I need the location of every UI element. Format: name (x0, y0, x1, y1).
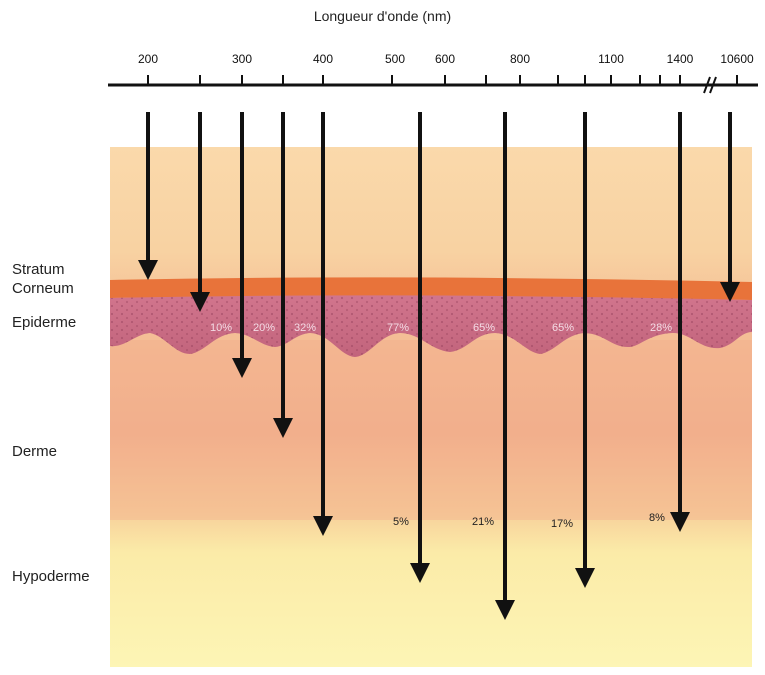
stratum-corneum-band (110, 277, 752, 300)
label-epiderme: Epiderme (12, 314, 77, 331)
epidermis-pct-5: 65% (472, 322, 496, 334)
arrow-head-7 (495, 600, 515, 620)
epidermis-pct-2: 20% (252, 322, 276, 334)
tick-label-1100: 1100 (598, 52, 624, 66)
epidermis-pct-6: 65% (551, 322, 575, 334)
tick-label-600: 600 (434, 52, 456, 66)
epidermis-pct-4: 77% (386, 322, 410, 334)
arrow-head-1 (138, 260, 158, 280)
arrow-head-8 (575, 568, 595, 588)
arrow-head-5 (313, 516, 333, 536)
axis-break (703, 76, 717, 94)
tick-label-800: 800 (509, 52, 531, 66)
deep-pct-1: 5% (393, 516, 409, 528)
label-stratum-corneum: Stratum Corneum (12, 261, 74, 297)
dermis-region (110, 340, 752, 520)
tick-label-500: 500 (384, 52, 406, 66)
tick-label-300: 300 (231, 52, 253, 66)
epidermis-pct-7: 28% (649, 322, 673, 334)
skin-block (110, 147, 752, 667)
arrow-head-2 (190, 292, 210, 312)
deep-pct-3: 17% (550, 518, 574, 530)
arrow-head-9 (670, 512, 690, 532)
arrow-head-6 (410, 563, 430, 583)
axis-title: Longueur d'onde (nm) (313, 8, 452, 24)
deep-pct-4: 8% (649, 512, 665, 524)
arrow-head-3 (232, 358, 252, 378)
arrow-head-4 (273, 418, 293, 438)
arrow-head-10 (720, 282, 740, 302)
label-hypoderme: Hypoderme (12, 568, 90, 585)
tick-label-200: 200 (137, 52, 159, 66)
tick-label-10600: 10600 (720, 52, 754, 66)
deep-pct-2: 21% (471, 516, 495, 528)
epidermis-pct-1: 10% (209, 322, 233, 334)
tick-label-400: 400 (312, 52, 334, 66)
epidermis-pct-3: 32% (293, 322, 317, 334)
tick-label-1400: 1400 (666, 52, 694, 66)
label-derme: Derme (12, 443, 58, 460)
epidermis-texture (110, 295, 752, 357)
